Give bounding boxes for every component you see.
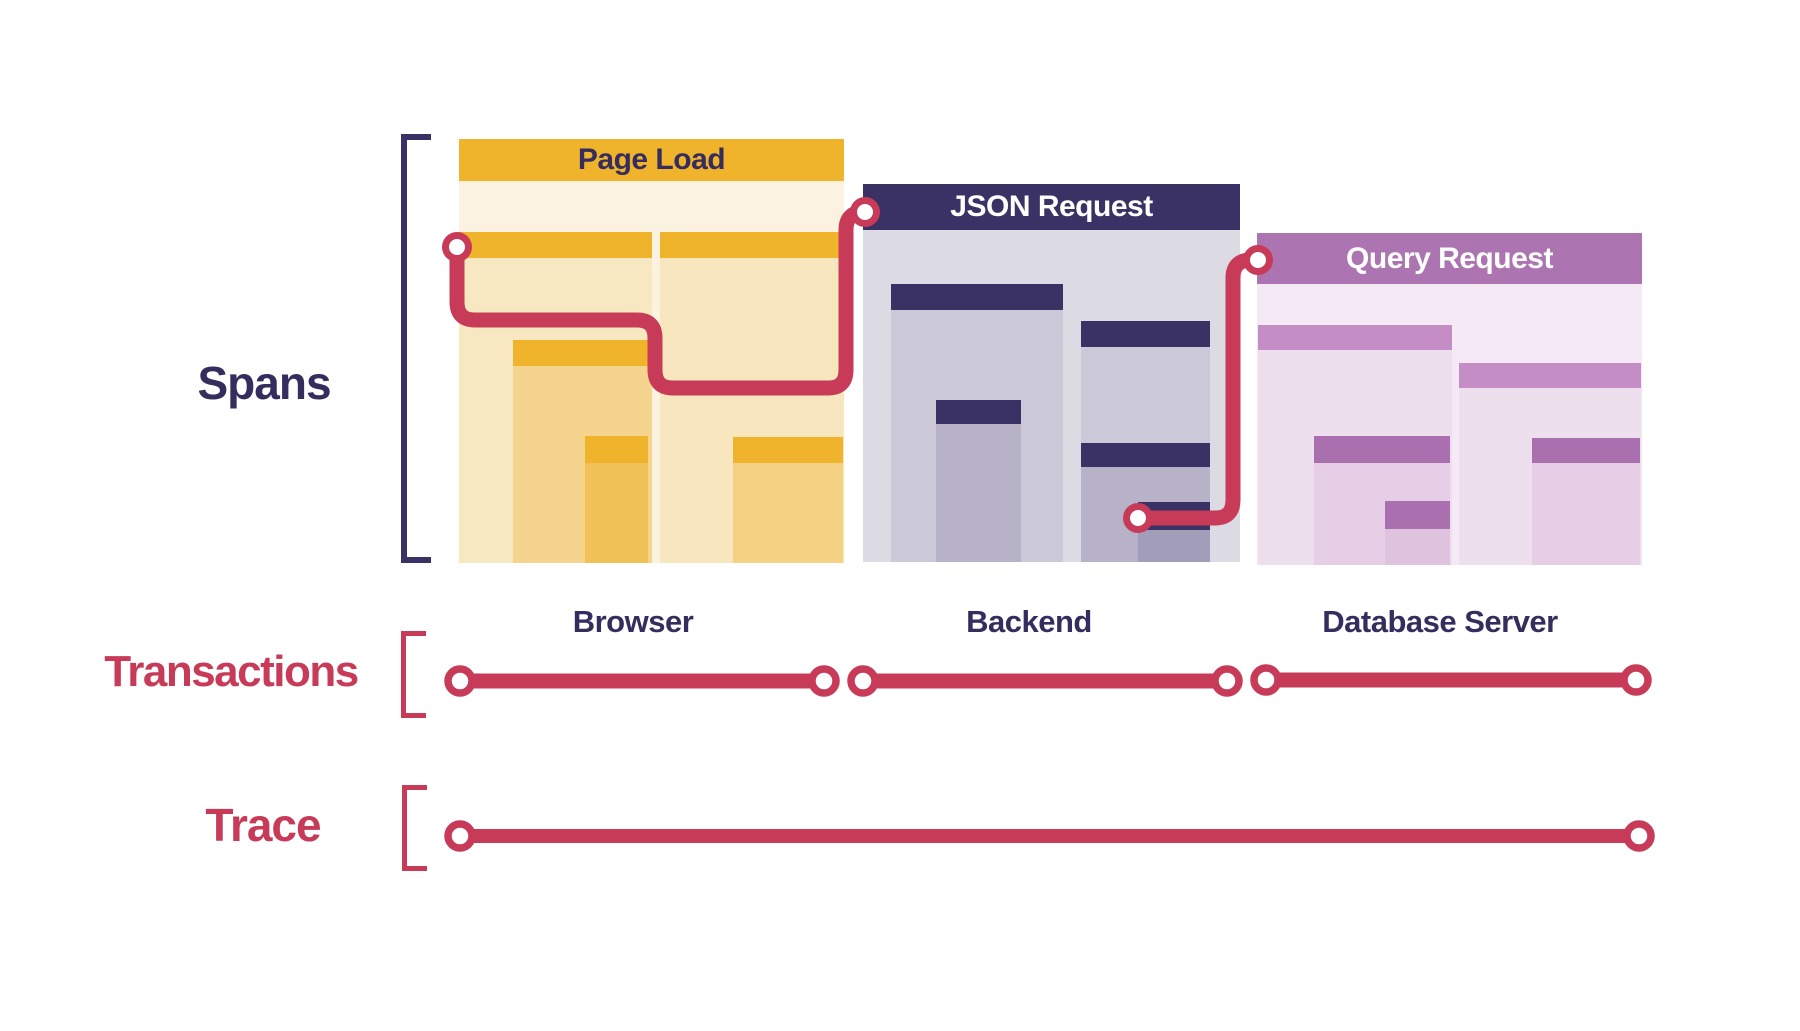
spans-bracket (401, 134, 431, 563)
page-load-deep-span-body (585, 463, 648, 563)
page-load-nested-span-2-body (733, 463, 843, 563)
json-request-nested-span-2-header (1081, 443, 1210, 467)
json-request-nested-span-1-header (936, 400, 1021, 424)
trace-end-node (1623, 820, 1655, 852)
trace-start-node (444, 820, 476, 852)
backend-label: Backend (966, 604, 1092, 639)
query-request-nested-span-2-header (1532, 438, 1640, 463)
query-request-nested-span-1-header (1314, 436, 1450, 463)
query-request-sub-span-1-header (1258, 325, 1452, 350)
panel-query-request: Query Request (1257, 233, 1642, 565)
transaction-2-end-node (1211, 665, 1243, 697)
trace-bracket (402, 785, 427, 871)
database-server-label: Database Server (1322, 604, 1558, 639)
spans-label: Spans (197, 357, 331, 409)
flow-node-3 (1123, 503, 1153, 533)
transaction-2-start-node (847, 665, 879, 697)
flow-node-1 (442, 232, 472, 262)
flow-node-2 (850, 197, 880, 227)
page-load-sub-span-1-header (459, 232, 652, 258)
transaction-1-end-node (808, 665, 840, 697)
transaction-3-end-node (1620, 664, 1652, 696)
query-request-deep-span-header (1385, 501, 1450, 529)
flow-node-4 (1243, 245, 1273, 275)
query-request-sub-span-2-header (1459, 363, 1641, 388)
panel-title-json-request: JSON Request (863, 184, 1240, 230)
transaction-1-start-node (444, 665, 476, 697)
transaction-3-start-node (1250, 664, 1282, 696)
panel-title-page-load: Page Load (459, 139, 844, 181)
query-request-deep-span-body (1385, 529, 1450, 565)
page-load-nested-span-2-header (733, 437, 843, 463)
page-load-deep-span-header (585, 436, 648, 463)
json-request-sub-span-1-header (891, 284, 1063, 310)
panel-title-query-request: Query Request (1257, 233, 1642, 284)
flow-path-pageload-to-jsonrequest (449, 204, 865, 396)
browser-label: Browser (572, 604, 694, 639)
page-load-nested-span-1-header (513, 340, 652, 366)
query-request-nested-span-2-body (1532, 463, 1640, 565)
trace-label: Trace (205, 799, 321, 851)
json-request-sub-span-2-header (1081, 321, 1210, 347)
flow-path-backend-to-queryrequest (1140, 252, 1257, 526)
json-request-nested-span-1-body (936, 424, 1021, 562)
transactions-label: Transactions (104, 647, 359, 696)
json-request-deep-span-body (1138, 530, 1210, 562)
page-load-sub-span-2-header (660, 232, 844, 258)
transactions-bracket (401, 631, 426, 718)
